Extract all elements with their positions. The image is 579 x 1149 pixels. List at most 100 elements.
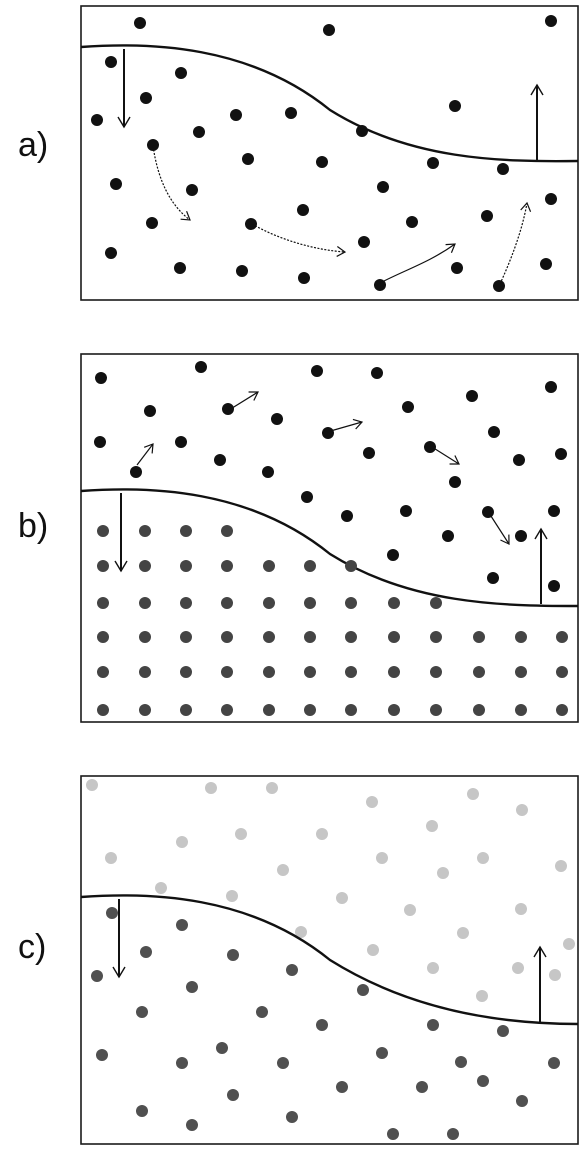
particle (540, 258, 552, 270)
dark-particle (186, 1119, 198, 1131)
particle (316, 156, 328, 168)
lattice-particle (388, 666, 400, 678)
vapor-particle (548, 505, 560, 517)
light-particle (155, 882, 167, 894)
light-particle (86, 779, 98, 791)
lattice-particle (345, 560, 357, 572)
particle (91, 114, 103, 126)
dark-particle (477, 1075, 489, 1087)
vapor-particle (271, 413, 283, 425)
lattice-particle (345, 666, 357, 678)
particle (146, 217, 158, 229)
light-particle (467, 788, 479, 800)
vapor-particle (555, 448, 567, 460)
vapor-particle (488, 426, 500, 438)
light-particle (366, 796, 378, 808)
lattice-particle (139, 525, 151, 537)
light-particle (266, 782, 278, 794)
particle (545, 193, 557, 205)
lattice-particle (345, 704, 357, 716)
light-particle (516, 804, 528, 816)
lattice-particle (304, 704, 316, 716)
dark-particle (427, 1019, 439, 1031)
lattice-particle (221, 631, 233, 643)
particle (427, 157, 439, 169)
panel-b-motion-arrow (326, 418, 364, 433)
vapor-particle (482, 506, 494, 518)
lattice-particle (388, 704, 400, 716)
dark-particle (176, 919, 188, 931)
lattice-particle (556, 704, 568, 716)
particle (193, 126, 205, 138)
light-particle (295, 926, 307, 938)
lattice-particle (180, 560, 192, 572)
lattice-particle (388, 631, 400, 643)
lattice-particle (139, 704, 151, 716)
dark-particle (516, 1095, 528, 1107)
light-particle (477, 852, 489, 864)
light-particle (555, 860, 567, 872)
lattice-particle (263, 631, 275, 643)
dark-particle (497, 1025, 509, 1037)
vapor-particle (311, 365, 323, 377)
lattice-particle (430, 704, 442, 716)
lattice-particle (221, 704, 233, 716)
particle (406, 216, 418, 228)
light-particle (376, 852, 388, 864)
particle (493, 280, 505, 292)
light-particle (426, 820, 438, 832)
particle (134, 17, 146, 29)
dark-particle (216, 1042, 228, 1054)
particle (323, 24, 335, 36)
lattice-particle (345, 597, 357, 609)
vapor-particle (214, 454, 226, 466)
panel-label-c: c) (18, 928, 47, 966)
vapor-particle (94, 436, 106, 448)
particle (377, 181, 389, 193)
particle (110, 178, 122, 190)
particle (242, 153, 254, 165)
vapor-particle (449, 476, 461, 488)
light-particle (235, 828, 247, 840)
lattice-particle (388, 597, 400, 609)
dark-particle (186, 981, 198, 993)
panel-c-particles (86, 779, 575, 1140)
dark-particle (286, 964, 298, 976)
vapor-particle (402, 401, 414, 413)
lattice-particle (473, 631, 485, 643)
light-particle (404, 904, 416, 916)
dark-particle (548, 1057, 560, 1069)
lattice-particle (139, 597, 151, 609)
lattice-particle (139, 631, 151, 643)
vapor-particle (487, 572, 499, 584)
light-particle (476, 990, 488, 1002)
panel-c-interface-curve (80, 894, 579, 1026)
panel-b-motion-arrow (228, 391, 259, 411)
panel-a-motion-arrows (152, 145, 532, 285)
lattice-particle (304, 560, 316, 572)
light-particle (515, 903, 527, 915)
vapor-particle (548, 580, 560, 592)
particle (147, 139, 159, 151)
lattice-particle (263, 666, 275, 678)
vapor-particle (222, 403, 234, 415)
light-particle (549, 969, 561, 981)
lattice-particle (430, 631, 442, 643)
lattice-particle (515, 666, 527, 678)
panel-a-frame (80, 5, 579, 301)
dark-particle (256, 1006, 268, 1018)
panel-c (80, 775, 579, 1145)
particle (545, 15, 557, 27)
lattice-particle (97, 525, 109, 537)
vapor-particle (363, 447, 375, 459)
lattice-particle (515, 704, 527, 716)
lattice-particle (97, 560, 109, 572)
particle (174, 262, 186, 274)
dark-particle (227, 949, 239, 961)
dark-particle (176, 1057, 188, 1069)
dark-particle (286, 1111, 298, 1123)
dark-particle (140, 946, 152, 958)
dark-particle (136, 1006, 148, 1018)
lattice-particle (180, 525, 192, 537)
